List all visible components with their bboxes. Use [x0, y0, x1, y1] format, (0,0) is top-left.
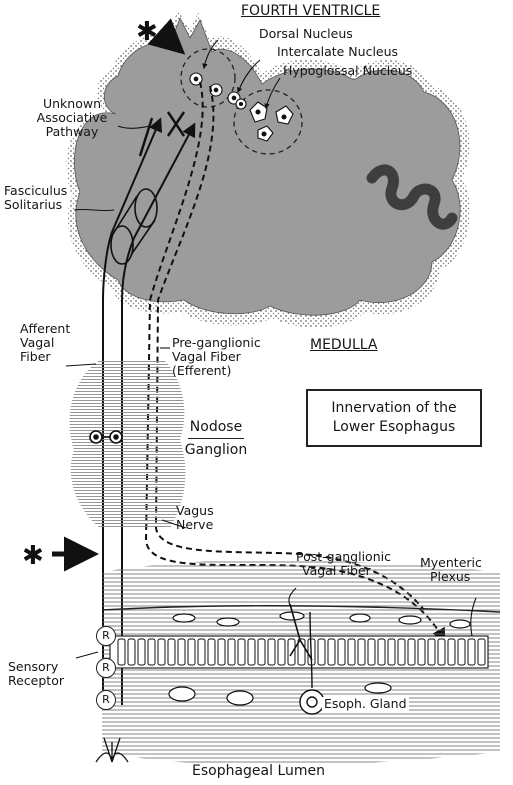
receptor-r-1: R — [96, 626, 116, 646]
label-fasciculus-solitarius: Fasciculus Solitarius — [4, 184, 67, 212]
figure-title-line-2: Lower Esophagus — [308, 418, 480, 437]
asterisk-left: ✱ — [22, 541, 44, 571]
receptor-r-2: R — [96, 658, 116, 678]
label-fourth-ventricle: FOURTH VENTRICLE — [241, 4, 380, 18]
label-nodose-ganglion: Nodose Ganglion — [184, 418, 248, 460]
label-afferent-vagal-fiber: Afferent Vagal Fiber — [20, 322, 70, 364]
label-preganglionic-fiber: Pre-ganglionic Vagal Fiber (Efferent) — [172, 336, 261, 378]
label-unknown-pathway: Unknown Associative Pathway — [27, 97, 117, 139]
label-postganglionic-fiber: Post-ganglionic Vagal Fiber — [296, 550, 391, 578]
receptor-r-3: R — [96, 690, 116, 710]
label-hypoglossal-nucleus: Hypoglossal Nucleus — [283, 64, 412, 78]
figure-title-box: Innervation of the Lower Esophagus — [306, 389, 482, 447]
label-esoph-gland: Esoph. Gland — [322, 697, 409, 711]
label-dorsal-nucleus: Dorsal Nucleus — [259, 27, 353, 41]
label-esophageal-lumen: Esophageal Lumen — [192, 764, 325, 778]
label-medulla: MEDULLA — [310, 338, 377, 352]
asterisk-top: ✱ — [136, 17, 158, 47]
label-vagus-nerve: Vagus Nerve — [176, 504, 214, 532]
nodose-ganglion — [70, 360, 186, 528]
label-intercalate-nucleus: Intercalate Nucleus — [277, 45, 398, 59]
label-myenteric-plexus: Myenteric Plexus — [420, 556, 482, 584]
figure-title-line-1: Innervation of the — [308, 399, 480, 418]
label-sensory-receptor: Sensory Receptor — [8, 660, 64, 688]
